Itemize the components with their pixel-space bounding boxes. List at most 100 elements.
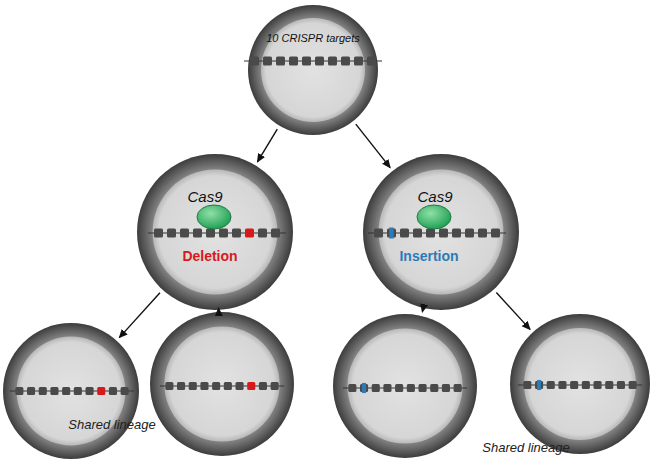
- crispr-target: [167, 229, 176, 238]
- crispr-target: [165, 382, 173, 390]
- cell-membrane: [248, 5, 378, 135]
- crispr-target: [383, 384, 391, 392]
- crispr-target: [535, 381, 543, 389]
- cell-membrane: [363, 154, 519, 310]
- crispr-target: [236, 382, 244, 390]
- cell-membrane: [3, 323, 139, 459]
- cell-nucleus: [347, 328, 462, 443]
- crispr-target: [454, 384, 462, 392]
- crispr-target: [276, 57, 285, 66]
- cell-membrane: [137, 154, 293, 310]
- lineage-arrow: [218, 308, 220, 314]
- cell-membrane: [510, 314, 650, 454]
- crispr-target: [62, 387, 70, 395]
- insertion-mark: [362, 383, 366, 393]
- cell: 10 CRISPR targets: [248, 5, 378, 135]
- crispr-target: [374, 229, 383, 238]
- crispr-target: [271, 229, 280, 238]
- crispr-target: [250, 57, 259, 66]
- crispr-target: [271, 382, 279, 390]
- crispr-target: [442, 384, 450, 392]
- crispr-target: [39, 387, 47, 395]
- crispr-target: [547, 381, 555, 389]
- crispr-target: [206, 229, 215, 238]
- lineage-arrow: [496, 293, 530, 330]
- crispr-target: [400, 229, 409, 238]
- target-label: 10 CRISPR targets: [266, 32, 360, 44]
- crispr-target: [594, 381, 602, 389]
- crispr-target: [387, 229, 396, 238]
- crispr-target: [582, 381, 590, 389]
- crispr-target: [558, 381, 566, 389]
- lineage-label: Shared lineage: [68, 417, 155, 432]
- crispr-target: [200, 382, 208, 390]
- crispr-target: [430, 384, 438, 392]
- cell: [510, 314, 650, 454]
- protein-label: Cas9: [417, 188, 452, 205]
- lineage-label: Shared lineage: [482, 440, 569, 455]
- edit-label: Insertion: [399, 248, 458, 264]
- crispr-target: [570, 381, 578, 389]
- crispr-target: [74, 387, 82, 395]
- edit-label: Deletion: [182, 248, 237, 264]
- crispr-target: [258, 229, 267, 238]
- crispr-target: [263, 57, 272, 66]
- crispr-target: [465, 229, 474, 238]
- lineage-arrow: [356, 124, 390, 168]
- protein-label: Cas9: [187, 188, 222, 205]
- crispr-target: [395, 384, 403, 392]
- crispr-target: [177, 382, 185, 390]
- cell-membrane: [150, 312, 294, 456]
- cell: [3, 323, 139, 459]
- crispr-target: [315, 57, 324, 66]
- crispr-target: [86, 387, 94, 395]
- cell: [150, 312, 294, 456]
- crispr-target: [232, 229, 241, 238]
- insertion-mark: [389, 228, 394, 239]
- crispr-target: [407, 384, 415, 392]
- crispr-target: [109, 387, 117, 395]
- cas9-protein: [417, 205, 451, 229]
- crispr-target: [180, 229, 189, 238]
- crispr-target: [419, 384, 427, 392]
- crispr-target: [605, 381, 613, 389]
- crispr-target: [328, 57, 337, 66]
- crispr-target: [15, 387, 23, 395]
- cell-membrane: [333, 314, 477, 458]
- crispr-target: [27, 387, 35, 395]
- lineage-arrow: [422, 311, 423, 313]
- crispr-target: [289, 57, 298, 66]
- crispr-target: [302, 57, 311, 66]
- crispr-target: [413, 229, 422, 238]
- cell: [333, 314, 477, 458]
- cell-nucleus: [524, 328, 636, 440]
- crispr-target: [478, 229, 487, 238]
- cell-nucleus: [379, 170, 504, 295]
- crispr-target: [212, 382, 220, 390]
- crispr-target: [348, 384, 356, 392]
- crispr-target: [523, 381, 531, 389]
- crispr-target: [439, 229, 448, 238]
- crispr-target: [247, 382, 255, 390]
- crispr-target: [354, 57, 363, 66]
- cell: Cas9Insertion: [363, 154, 519, 310]
- crispr-target: [189, 382, 197, 390]
- crispr-target: [491, 229, 500, 238]
- crispr-target: [245, 229, 254, 238]
- crispr-target: [259, 382, 267, 390]
- crispr-target: [219, 229, 228, 238]
- crispr-target: [617, 381, 625, 389]
- cell: Cas9Deletion: [137, 154, 293, 310]
- lineage-arrow: [257, 129, 277, 162]
- crispr-target: [224, 382, 232, 390]
- cell-nucleus: [261, 18, 365, 122]
- crispr-target: [629, 381, 637, 389]
- crispr-target: [121, 387, 129, 395]
- cell-nucleus: [164, 326, 279, 441]
- crispr-target: [452, 229, 461, 238]
- cell-nucleus: [153, 170, 278, 295]
- crispr-target: [367, 57, 376, 66]
- crispr-target: [341, 57, 350, 66]
